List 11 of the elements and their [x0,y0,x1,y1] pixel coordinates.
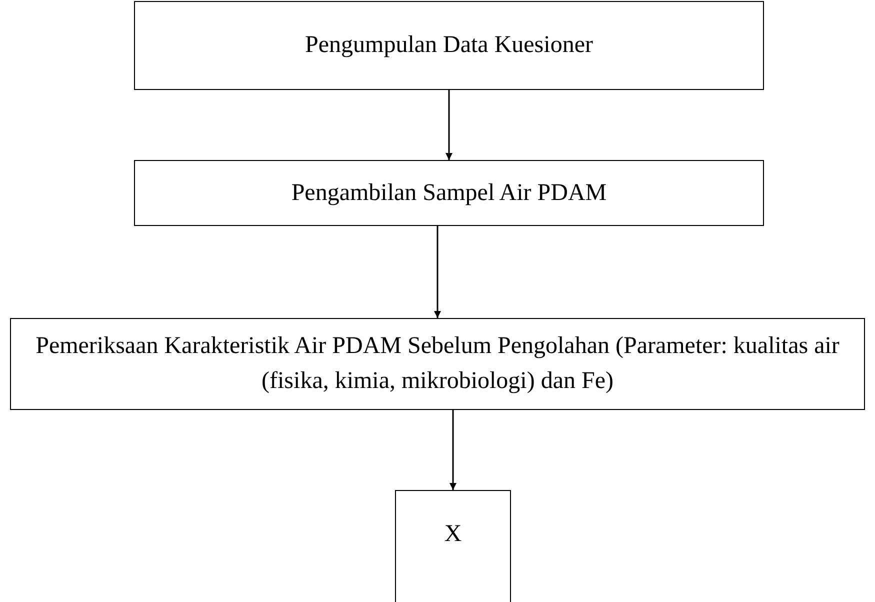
arrow [434,226,441,318]
arrow [450,410,456,490]
process-box [134,160,764,226]
process-box [10,318,865,410]
box-text: Pengumpulan Data Kuesioner [305,31,593,60]
process-box [395,490,511,602]
box-text: X [444,520,462,549]
box-text: Pengambilan Sampel Air PDAM [291,178,607,208]
box-text: Pemeriksaan Karakteristik Air PDAM Sebelum Pengolahan (Parameter: kualitas air (fisika, kimia, mikrobiologi) dan Fe) [34,332,840,396]
process-box [134,1,764,90]
arrow [446,90,452,160]
